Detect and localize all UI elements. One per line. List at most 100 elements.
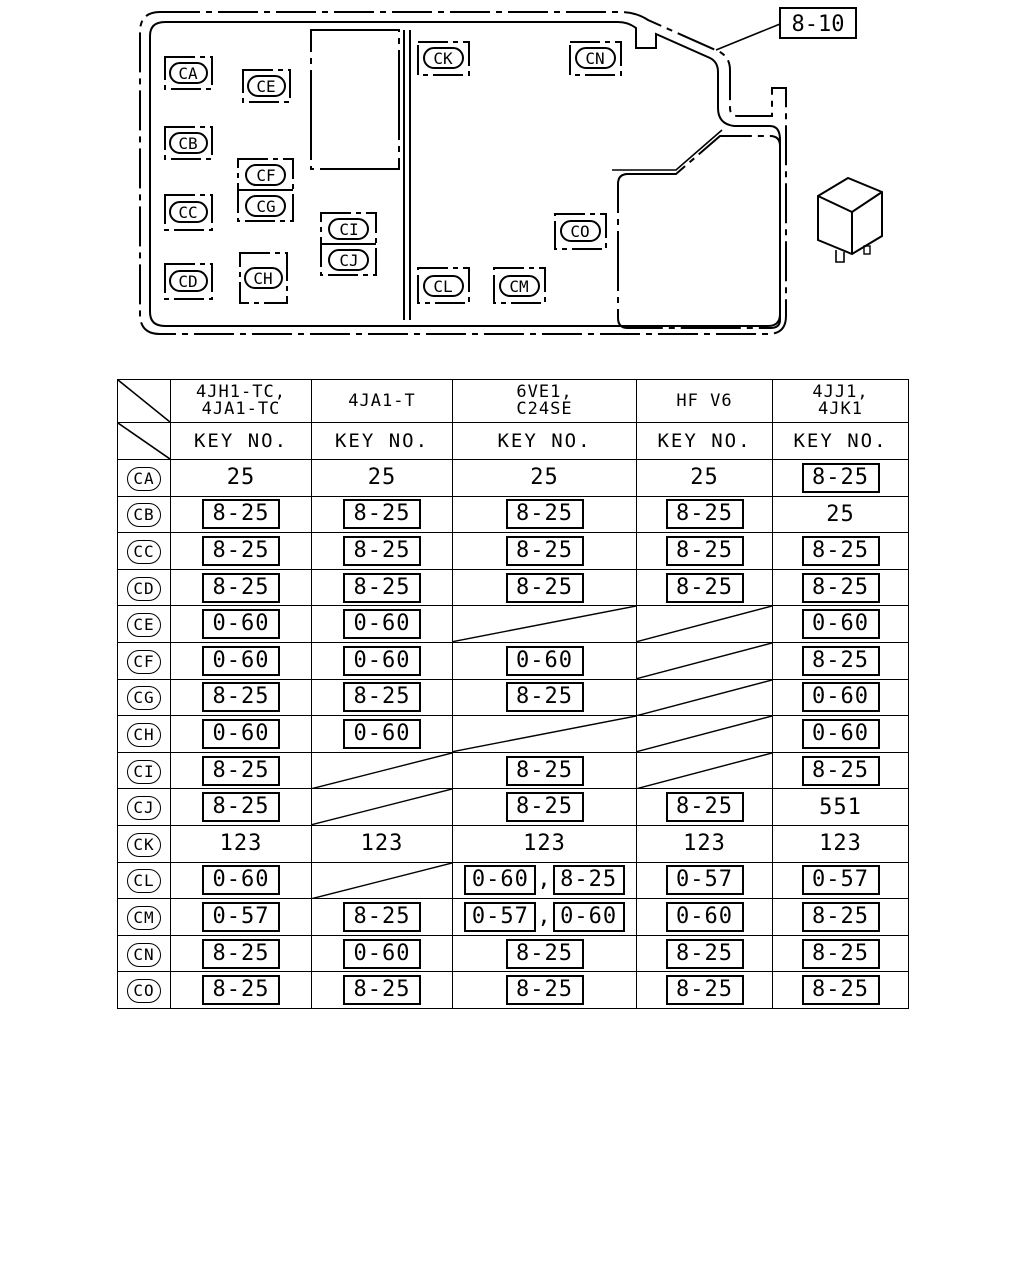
relay-icon	[817, 176, 883, 263]
key-number: 123	[523, 831, 566, 857]
key-number-cell: 8-25	[311, 495, 453, 534]
key-number-cell: 8-25	[452, 971, 637, 1009]
row-code-cell: CA	[117, 459, 171, 497]
key-number: 8-25	[665, 792, 744, 823]
svg-text:CN: CN	[585, 49, 604, 68]
slash-mark	[637, 680, 772, 716]
corner-cell	[117, 379, 171, 423]
key-no-header: KEY NO.	[452, 422, 637, 460]
key-number: 8-25	[505, 938, 584, 969]
key-number-cell: 0-60	[772, 715, 909, 753]
code-box-ci-cj: CI CJ	[320, 212, 377, 276]
key-number: 0-60	[343, 645, 421, 676]
row-code-cell: CO	[117, 971, 171, 1009]
key-number-cell: 8-25	[170, 934, 312, 973]
key-number: 0-60	[801, 609, 880, 640]
row-code-cell: CG	[117, 678, 171, 717]
row-code: CK	[127, 832, 161, 857]
key-number: 8-25	[801, 975, 880, 1006]
separator: ,	[537, 867, 552, 893]
key-number: 0-60	[202, 609, 280, 640]
key-number: 8-25	[801, 462, 880, 493]
key-number: 0-60	[202, 865, 280, 896]
key-number-cell: 8-25	[170, 568, 312, 607]
key-number-cell: 8-25	[452, 678, 637, 717]
row-code: CI	[127, 759, 161, 784]
engine-header: 6VE1,C24SE	[452, 379, 637, 423]
key-number-cell: 8-25	[636, 788, 773, 826]
row-code-cell: CE	[117, 605, 171, 643]
key-no-header: KEY NO.	[772, 422, 909, 460]
table-row: CH 0-60 0-60 0-60	[117, 715, 909, 753]
key-number: 123	[819, 831, 862, 857]
not-applicable-cell	[311, 788, 453, 826]
key-number-cell: 0-60	[170, 715, 312, 753]
key-number-cell: 0-60	[311, 641, 453, 680]
key-number-cell: 123	[772, 824, 909, 863]
key-number-cell: 8-25	[452, 568, 637, 607]
row-code: CE	[127, 613, 161, 638]
compartment-lower-right	[617, 135, 781, 329]
key-number: 8-25	[202, 792, 280, 823]
not-applicable-cell	[311, 751, 453, 790]
row-code-cell: CC	[117, 532, 171, 570]
row-code-cell: CH	[117, 715, 171, 753]
code-box-ce: CE	[242, 69, 291, 103]
key-number: 0-60	[505, 645, 584, 676]
key-number-cell: 8-25	[772, 934, 909, 973]
key-number: 8-25	[343, 572, 421, 603]
key-number: 0-57	[464, 901, 537, 932]
row-code: CN	[127, 942, 161, 967]
code-box-cn: CN	[569, 41, 622, 76]
key-number-cell: 25	[772, 495, 909, 534]
row-code-cell: CB	[117, 495, 171, 534]
row-code: CH	[127, 722, 161, 747]
svg-text:CA: CA	[178, 64, 198, 83]
key-number-cell: 0-60	[772, 678, 909, 717]
svg-text:CM: CM	[509, 277, 528, 296]
key-number: 8-25	[202, 499, 280, 530]
code-box-co: CO	[554, 213, 607, 250]
key-number: 25	[826, 501, 855, 527]
key-number: 0-60	[464, 865, 537, 896]
key-number: 0-60	[343, 718, 421, 749]
key-number: 8-25	[665, 975, 744, 1006]
slash-mark	[637, 753, 772, 789]
key-number: 0-57	[202, 901, 280, 932]
key-number-cell: 123	[170, 824, 312, 863]
key-number-cell: 25	[452, 459, 637, 497]
svg-text:CF: CF	[256, 166, 275, 185]
key-number-cell: 0-60	[170, 605, 312, 643]
slash-mark	[453, 716, 636, 752]
separator: ,	[537, 903, 552, 929]
key-number: 8-25	[505, 499, 584, 530]
not-applicable-cell	[452, 715, 637, 753]
key-number: 25	[690, 465, 719, 491]
key-number: 0-60	[801, 718, 880, 749]
svg-text:CO: CO	[570, 222, 589, 241]
key-number: 0-60	[665, 901, 744, 932]
row-code: CA	[127, 466, 161, 491]
not-applicable-cell	[636, 715, 773, 753]
key-number-cell: 0-57	[170, 898, 312, 936]
slash-mark	[453, 606, 636, 642]
key-number-cell: 8-25	[170, 678, 312, 717]
key-number: 25	[530, 465, 559, 491]
slash-mark	[637, 606, 772, 642]
slash-mark	[312, 753, 452, 789]
corner-cell	[117, 422, 171, 460]
slash-mark	[312, 789, 452, 825]
row-code-cell: CN	[117, 934, 171, 973]
key-number: 0-60	[343, 609, 421, 640]
svg-text:CL: CL	[433, 277, 452, 296]
key-number: 25	[226, 465, 256, 491]
callout-label: 8-10	[792, 12, 845, 37]
key-number-cell: 0-60	[311, 934, 453, 973]
key-number: 8-25	[665, 499, 744, 530]
key-number: 0-60	[801, 682, 880, 713]
row-code: CD	[127, 576, 161, 601]
row-code-cell: CL	[117, 861, 171, 900]
code-box-cm: CM	[493, 267, 546, 304]
code-box-cl: CL	[417, 267, 470, 304]
